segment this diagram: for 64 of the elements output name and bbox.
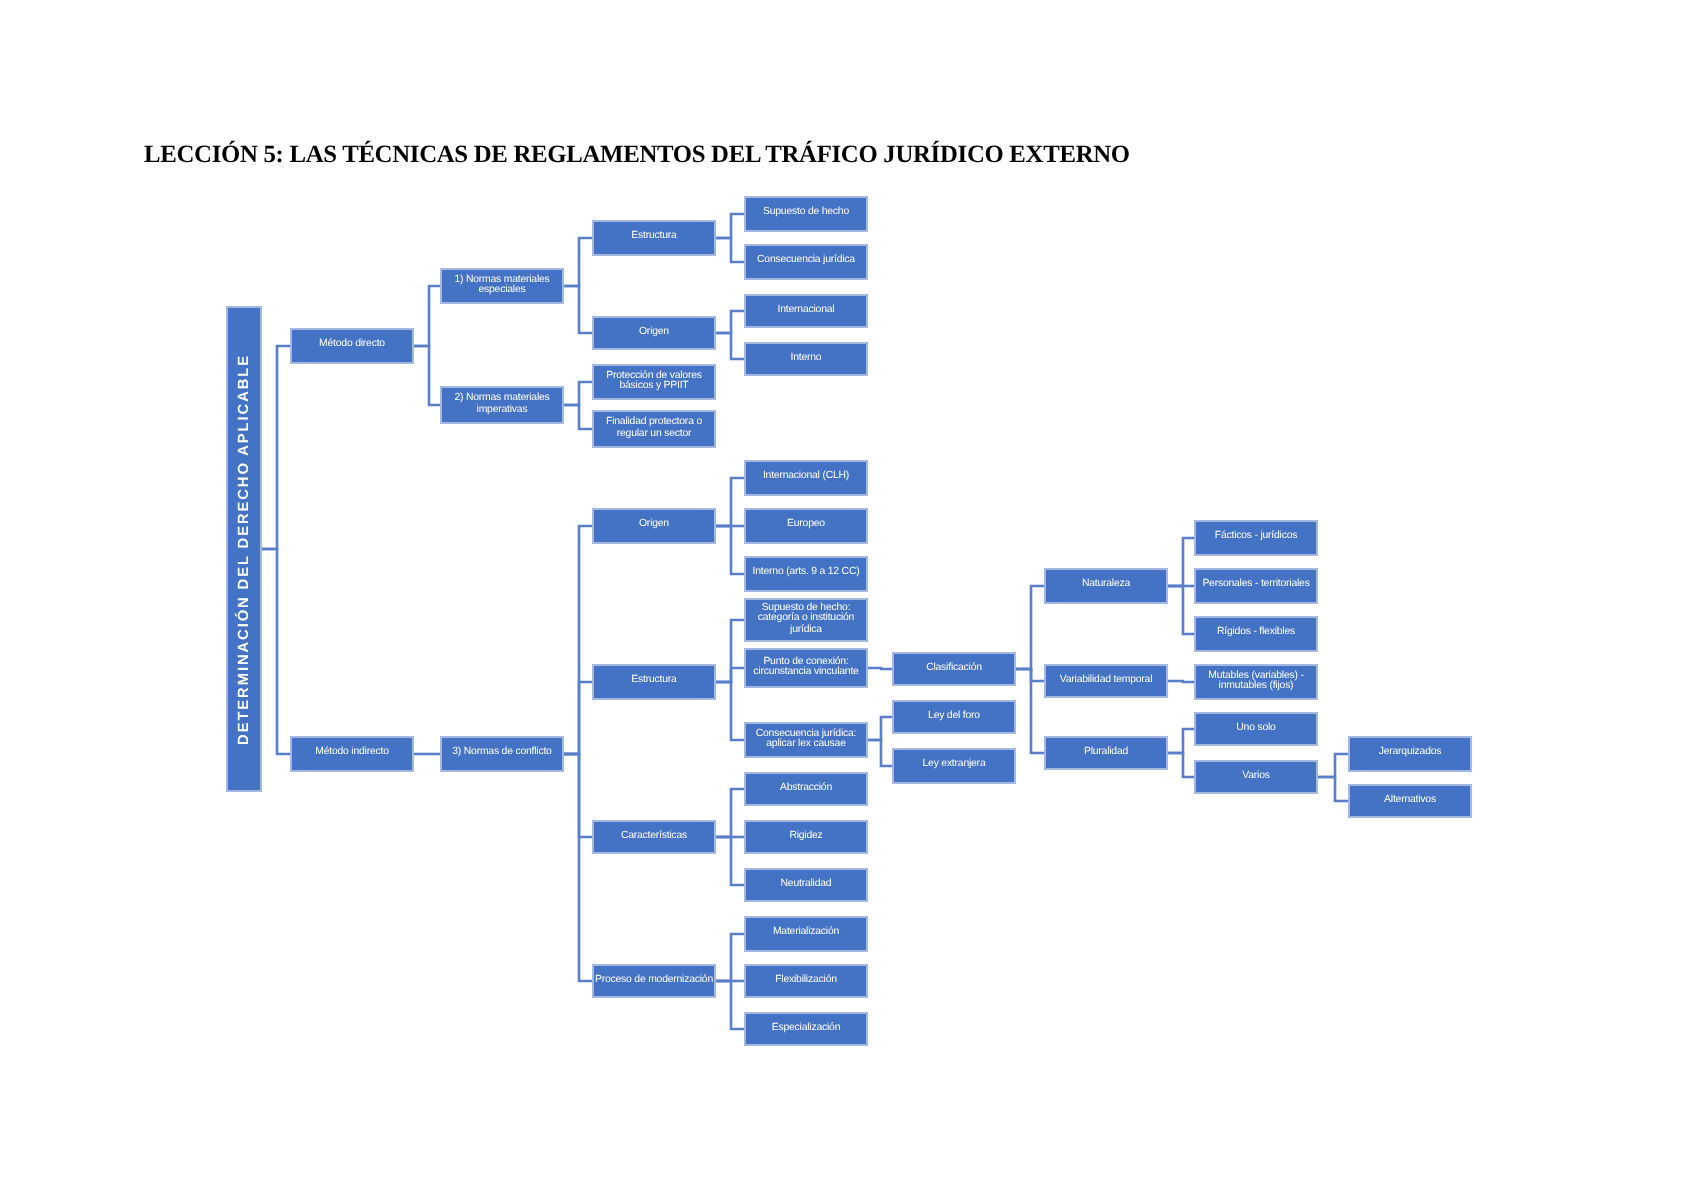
connector-line bbox=[716, 680, 744, 742]
concept-box bbox=[592, 664, 716, 700]
concept-box bbox=[744, 196, 868, 232]
concept-box bbox=[1044, 736, 1168, 770]
concept-box bbox=[892, 652, 1016, 686]
concept-box bbox=[1194, 520, 1318, 556]
connector-line bbox=[414, 752, 440, 756]
concept-box bbox=[440, 736, 564, 772]
concept-box bbox=[744, 1012, 868, 1046]
concept-box bbox=[892, 700, 1016, 734]
concept-box bbox=[290, 328, 414, 364]
connector-line bbox=[1168, 751, 1194, 779]
concept-box bbox=[1044, 664, 1168, 698]
page-title: LECCIÓN 5: LAS TÉCNICAS DE REGLAMENTOS DEL TRÁFICO JURÍDICO EXTERNO bbox=[144, 140, 1130, 170]
connector-line bbox=[564, 403, 592, 431]
concept-box bbox=[1194, 616, 1318, 652]
heading-box bbox=[226, 306, 262, 792]
concept-box bbox=[744, 648, 868, 688]
concept-box bbox=[440, 268, 564, 304]
concept-box bbox=[1348, 784, 1472, 818]
concept-box bbox=[1194, 712, 1318, 746]
connector-line bbox=[414, 344, 440, 407]
concept-box bbox=[1348, 736, 1472, 772]
concept-box bbox=[744, 598, 868, 642]
concept-box bbox=[592, 316, 716, 350]
concept-box bbox=[744, 342, 868, 376]
concept-box bbox=[592, 508, 716, 544]
connector-line bbox=[716, 236, 744, 264]
connector-line bbox=[716, 524, 744, 576]
concept-box bbox=[592, 220, 716, 256]
concept-box bbox=[1194, 760, 1318, 794]
concept-box bbox=[744, 772, 868, 806]
concept-box bbox=[744, 294, 868, 328]
concept-box bbox=[744, 820, 868, 854]
concept-box bbox=[744, 244, 868, 280]
concept-box bbox=[744, 556, 868, 592]
concept-box bbox=[1194, 568, 1318, 604]
concept-box bbox=[744, 868, 868, 902]
concept-box bbox=[1044, 568, 1168, 604]
concept-box bbox=[744, 460, 868, 496]
concept-box bbox=[592, 410, 716, 448]
connector-line bbox=[716, 979, 744, 1031]
concept-box bbox=[744, 964, 868, 998]
concept-box bbox=[440, 386, 564, 424]
connector-line bbox=[1168, 679, 1194, 684]
connector-line bbox=[564, 752, 592, 983]
connector-line bbox=[1318, 775, 1348, 803]
concept-box bbox=[892, 748, 1016, 784]
connector-line bbox=[262, 547, 290, 756]
concept-box bbox=[744, 916, 868, 952]
connector-line bbox=[868, 666, 892, 671]
connector-line bbox=[564, 284, 592, 335]
concept-box bbox=[744, 508, 868, 544]
connector-line bbox=[868, 738, 892, 768]
concept-box bbox=[592, 964, 716, 998]
connector-line bbox=[716, 331, 744, 361]
concept-box bbox=[290, 736, 414, 772]
connector-line bbox=[716, 835, 744, 887]
concept-box bbox=[592, 820, 716, 854]
connector-line bbox=[1016, 667, 1044, 755]
concept-box bbox=[1194, 664, 1318, 700]
connector-line bbox=[1168, 584, 1194, 636]
concept-box bbox=[744, 722, 868, 758]
concept-box bbox=[592, 364, 716, 400]
